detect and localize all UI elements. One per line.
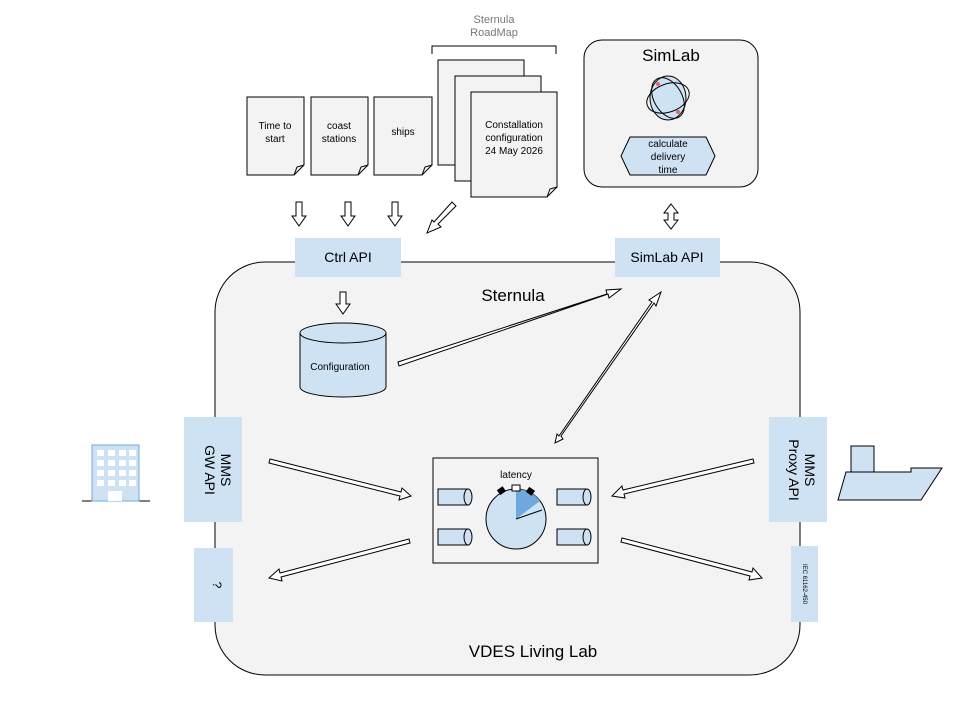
queue-cylinder-top-right <box>556 488 592 506</box>
arrow-simlab-api-to-latency <box>554 290 662 444</box>
simlab-api[interactable]: SimLab API <box>615 238 720 277</box>
iec-api[interactable]: IEC 61162-450 <box>791 546 818 622</box>
document-coast-stations-line1: coast <box>327 121 351 132</box>
queue-cylinder-bottom-left <box>437 528 473 546</box>
arrow-mms-proxy-to-latency <box>610 458 755 499</box>
calculate-delivery-time-process[interactable]: calculate delivery time <box>620 136 716 176</box>
configuration-label: Configuration <box>310 362 369 373</box>
latency-panel[interactable]: latency <box>432 457 599 564</box>
queue-cylinder-bottom-right <box>556 528 592 546</box>
simlab-box[interactable]: SimLab calculate delivery time <box>583 39 759 188</box>
document-ships[interactable]: ships <box>373 96 433 176</box>
mms-gw-api-line1: MMS <box>218 454 234 487</box>
document-ships-line1: ships <box>391 127 414 138</box>
arrow-ships <box>387 201 403 227</box>
building-icon <box>82 444 150 502</box>
mms-proxy-api[interactable]: MMS Proxy API <box>769 417 827 522</box>
ctrl-api[interactable]: Ctrl API <box>295 238 401 277</box>
stopwatch-icon <box>485 484 547 550</box>
mms-gw-api-line2: GW API <box>202 445 218 495</box>
unknown-api[interactable]: ? <box>194 548 233 622</box>
document-time-to-start-line1: Time to <box>259 121 292 132</box>
calculate-line2: delivery <box>651 152 685 163</box>
queue-cylinder-top-left <box>437 488 473 506</box>
simlab-api-label: SimLab API <box>630 249 703 265</box>
roadmap-title-line2: RoadMap <box>470 27 518 39</box>
cylinder-icon <box>299 322 387 398</box>
arrow-constellation <box>426 201 457 234</box>
arrow-configuration-to-simlab-api <box>397 288 623 367</box>
ctrl-api-label: Ctrl API <box>324 249 371 265</box>
document-time-to-start-line2: start <box>265 134 285 145</box>
document-coast-stations-line2: stations <box>322 134 356 145</box>
vdes-living-lab-label: VDES Living Lab <box>469 642 598 661</box>
arrow-time-to-start <box>291 201 307 227</box>
arrow-simlab-api-bidirectional <box>662 203 680 230</box>
roadmap-title-line1: Sternula <box>474 14 516 26</box>
roadmap-bracket: Sternula RoadMap <box>431 14 557 54</box>
arrow-ctrl-to-configuration <box>335 291 351 315</box>
document-coast-stations[interactable]: coast stations <box>310 96 369 176</box>
arrow-mms-gw-to-latency <box>268 458 412 501</box>
latency-label: latency <box>500 470 532 481</box>
mms-proxy-api-line2: Proxy API <box>786 439 802 500</box>
arrow-coast-stations <box>340 201 356 227</box>
document-constellation-line2: configuration <box>485 133 542 144</box>
unknown-api-label: ? <box>210 582 224 589</box>
document-constellation-line3: 24 May 2026 <box>485 146 543 157</box>
mms-proxy-api-line1: MMS <box>802 454 818 487</box>
ship-icon <box>837 445 943 501</box>
configuration-database[interactable]: Configuration <box>299 322 387 398</box>
mms-gw-api[interactable]: MMS GW API <box>184 417 242 522</box>
document-constellation-line1: Constallation <box>485 120 543 131</box>
document-stack-constellation[interactable]: Constallation configuration 24 May 2026 <box>437 59 558 198</box>
calculate-line1: calculate <box>648 139 688 150</box>
iec-api-label: IEC 61162-450 <box>801 564 807 605</box>
arrow-latency-to-iec <box>620 537 763 581</box>
document-time-to-start[interactable]: Time to start <box>246 96 305 176</box>
simlab-title: SimLab <box>642 46 700 65</box>
arrow-latency-to-unknown <box>267 538 411 582</box>
satellite-orbit-icon <box>646 75 690 121</box>
calculate-line3: time <box>659 165 678 176</box>
sternula-title: Sternula <box>481 286 545 305</box>
